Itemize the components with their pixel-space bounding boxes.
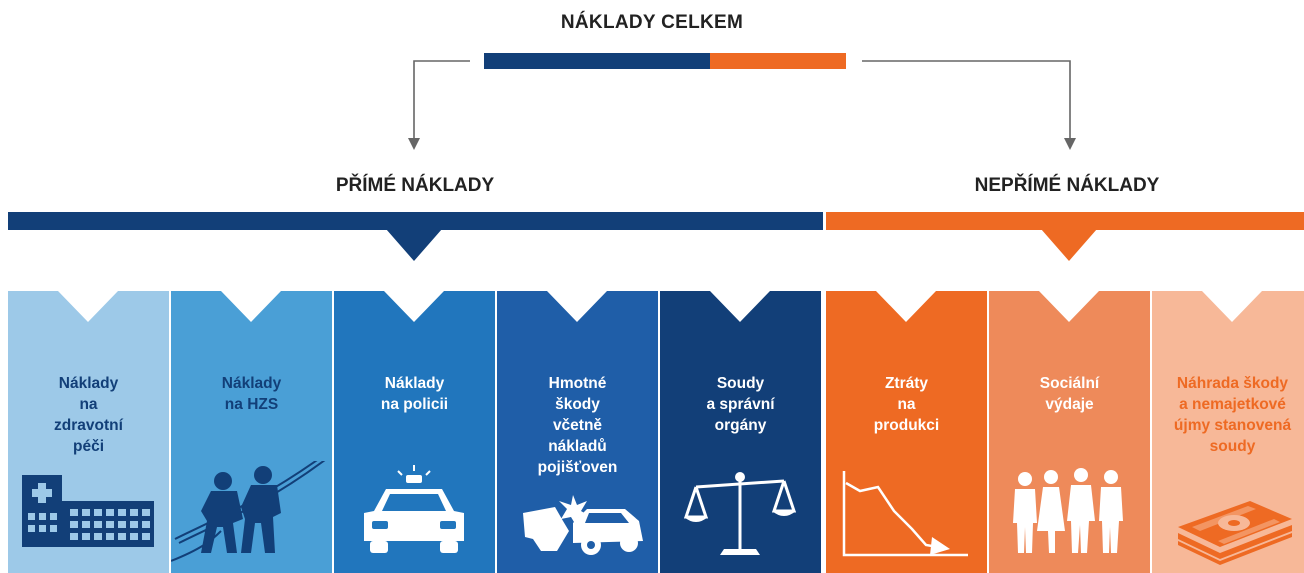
card-label: Náklady na policii <box>380 375 449 413</box>
indirect-costs-pointer <box>1041 229 1097 261</box>
money-stack-icon <box>1178 501 1292 565</box>
arrowhead-left-icon <box>408 138 420 150</box>
card-label: Ztráty na produkci <box>873 375 940 434</box>
card-notch <box>1039 291 1099 322</box>
car-crash-icon <box>523 495 643 555</box>
indirect-costs-title: NEPŘÍMÉ NÁKLADY <box>974 175 1160 196</box>
direct-costs-pointer <box>386 229 442 261</box>
total-costs-title: NÁKLADY CELKEM <box>560 12 744 33</box>
people-icon <box>1013 468 1123 553</box>
card-notch <box>1202 291 1262 322</box>
card-label: Náklady na zdravotní péči <box>54 375 123 455</box>
declining-chart-icon <box>842 471 968 557</box>
card-court-compensation: Náhrada škody a nemajetkové újmy stanove… <box>1152 291 1304 573</box>
arrowhead-right-icon <box>1064 138 1076 150</box>
indirect-costs-bar <box>826 212 1304 230</box>
direct-costs-title: PŘÍMÉ NÁKLADY <box>335 175 495 196</box>
connector-left-arrow <box>413 60 470 140</box>
firefighters-icon <box>171 461 326 562</box>
card-fire-rescue: Náklady na HZS <box>171 291 332 573</box>
card-notch <box>547 291 607 322</box>
card-property-damage: Hmotné škody včetně nákladů pojišťoven <box>497 291 658 573</box>
scales-icon <box>683 472 797 555</box>
card-label: Soudy a správní orgány <box>706 375 775 434</box>
card-notch <box>384 291 444 322</box>
card-notch <box>58 291 118 322</box>
card-label: Náklady na HZS <box>221 375 282 413</box>
card-label: Sociální výdaje <box>1039 375 1100 413</box>
card-social-expenses: Sociální výdaje <box>989 291 1150 573</box>
connector-right-arrow <box>862 60 1071 140</box>
card-healthcare: Náklady na zdravotní péči <box>8 291 169 573</box>
police-car-icon <box>364 465 464 553</box>
card-courts: Soudy a správní orgány <box>660 291 821 573</box>
hospital-icon <box>22 475 154 547</box>
card-notch <box>710 291 770 322</box>
card-notch <box>876 291 936 322</box>
card-production-losses: Ztráty na produkci <box>826 291 987 573</box>
card-label: Náhrada škody a nemajetkové újmy stanove… <box>1173 375 1292 455</box>
card-notch <box>221 291 281 322</box>
total-bar-direct-segment <box>484 53 710 69</box>
card-label: Hmotné škody včetně nákladů pojišťoven <box>537 375 618 476</box>
total-bar-indirect-segment <box>710 53 846 69</box>
direct-costs-bar <box>8 212 823 230</box>
connector-arrows <box>408 60 1076 150</box>
card-police: Náklady na policii <box>334 291 495 573</box>
